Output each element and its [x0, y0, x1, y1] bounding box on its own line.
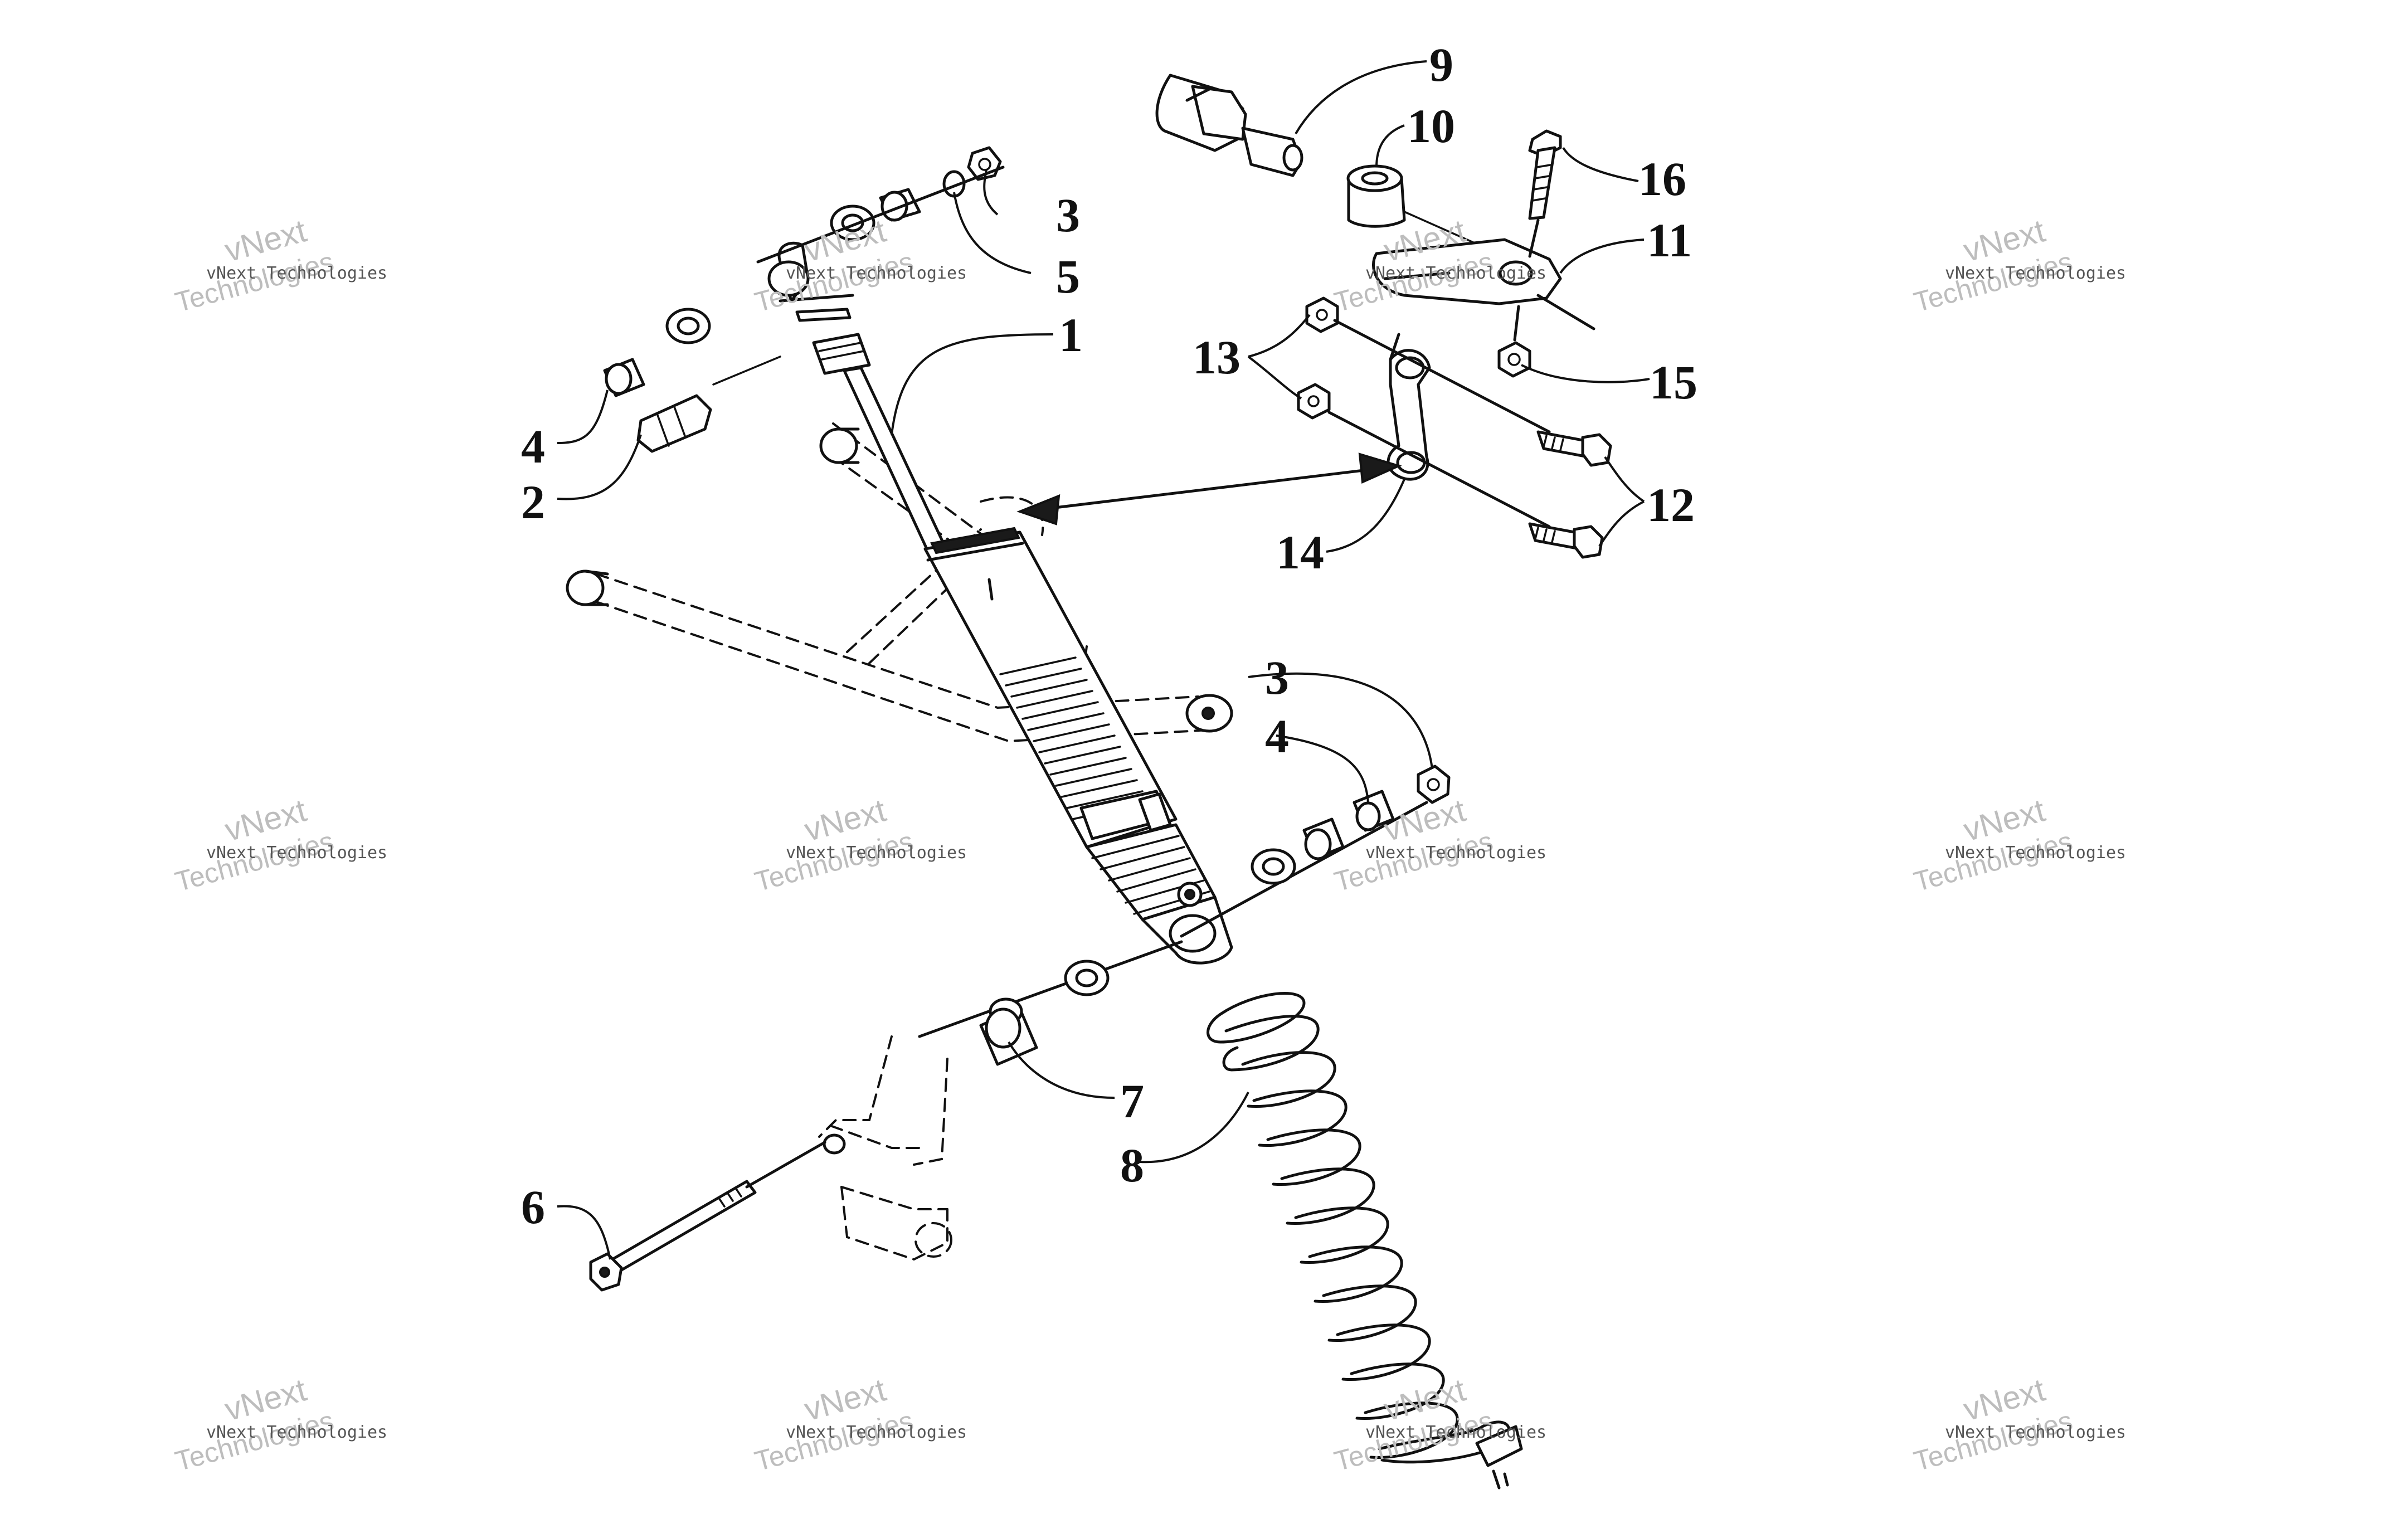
- svg-text:vNext Technologies: vNext Technologies: [1365, 1423, 1546, 1442]
- svg-text:vNext Technologies: vNext Technologies: [1365, 843, 1546, 863]
- callout-3-upper: 3: [1056, 188, 1080, 242]
- watermark: vNext Technologies vNext Technologies: [172, 1371, 387, 1477]
- callout-6: 6: [521, 1180, 545, 1234]
- callout-10: 10: [1407, 99, 1455, 153]
- callout-13: 13: [1193, 330, 1241, 384]
- callout-5: 5: [1056, 250, 1080, 303]
- sway-bar-linkage: [1016, 74, 1612, 559]
- svg-text:vNext Technologies: vNext Technologies: [1945, 1423, 2126, 1442]
- a-arm-outline: [566, 422, 1233, 743]
- callout-14: 14: [1276, 525, 1324, 579]
- svg-text:vNext Technologies: vNext Technologies: [1945, 843, 2126, 863]
- callout-2: 2: [521, 475, 545, 529]
- callout-16: 16: [1638, 152, 1686, 206]
- watermark: vNext Technologies vNext Technologies: [172, 212, 387, 318]
- svg-text:vNext Technologies: vNext Technologies: [206, 264, 387, 283]
- lower-hardware: [918, 765, 1451, 1066]
- svg-text:vNext Technologies: vNext Technologies: [786, 264, 967, 283]
- long-bolt: [589, 1141, 826, 1292]
- svg-text:vNext Technologies: vNext Technologies: [786, 1423, 967, 1442]
- coil-spring: [1207, 992, 1523, 1490]
- callout-4-upper: 4: [521, 420, 545, 473]
- callout-8: 8: [1120, 1138, 1144, 1192]
- watermark: vNext Technologies vNext Technologies: [172, 792, 387, 897]
- upper-hardware: [603, 146, 1005, 453]
- leader-lines: [557, 60, 1650, 1260]
- callouts: 1 2 3 3 4 4 5 6 7 8 9 10 11 12 13 14 15 …: [521, 38, 1697, 1234]
- callout-7: 7: [1120, 1074, 1144, 1128]
- callout-3-lower: 3: [1265, 651, 1289, 704]
- callout-11: 11: [1647, 213, 1692, 267]
- watermark: vNext Technologies vNext Technologies: [751, 792, 967, 897]
- callout-9: 9: [1429, 38, 1453, 91]
- svg-text:vNext Technologies: vNext Technologies: [206, 843, 387, 863]
- callout-4-lower: 4: [1265, 709, 1289, 763]
- svg-text:vNext Technologies: vNext Technologies: [786, 843, 967, 863]
- shock-threads: [999, 656, 1149, 820]
- shock-absorber: [767, 241, 1233, 965]
- watermark: vNext Technologies vNext Technologies: [1910, 212, 2126, 318]
- svg-text:vNext Technologies: vNext Technologies: [1945, 264, 2126, 283]
- callout-1: 1: [1059, 308, 1083, 362]
- watermark: vNext Technologies vNext Technologies: [751, 1371, 967, 1477]
- callout-12: 12: [1647, 478, 1695, 532]
- svg-text:vNext Technologies: vNext Technologies: [1365, 264, 1546, 283]
- watermark: vNext Technologies vNext Technologies: [1910, 1371, 2126, 1477]
- watermark: vNext Technologies vNext Technologies: [1910, 792, 2126, 897]
- callout-15: 15: [1650, 356, 1697, 409]
- spindle-outline: [818, 1035, 952, 1261]
- svg-text:vNext Technologies: vNext Technologies: [206, 1423, 387, 1442]
